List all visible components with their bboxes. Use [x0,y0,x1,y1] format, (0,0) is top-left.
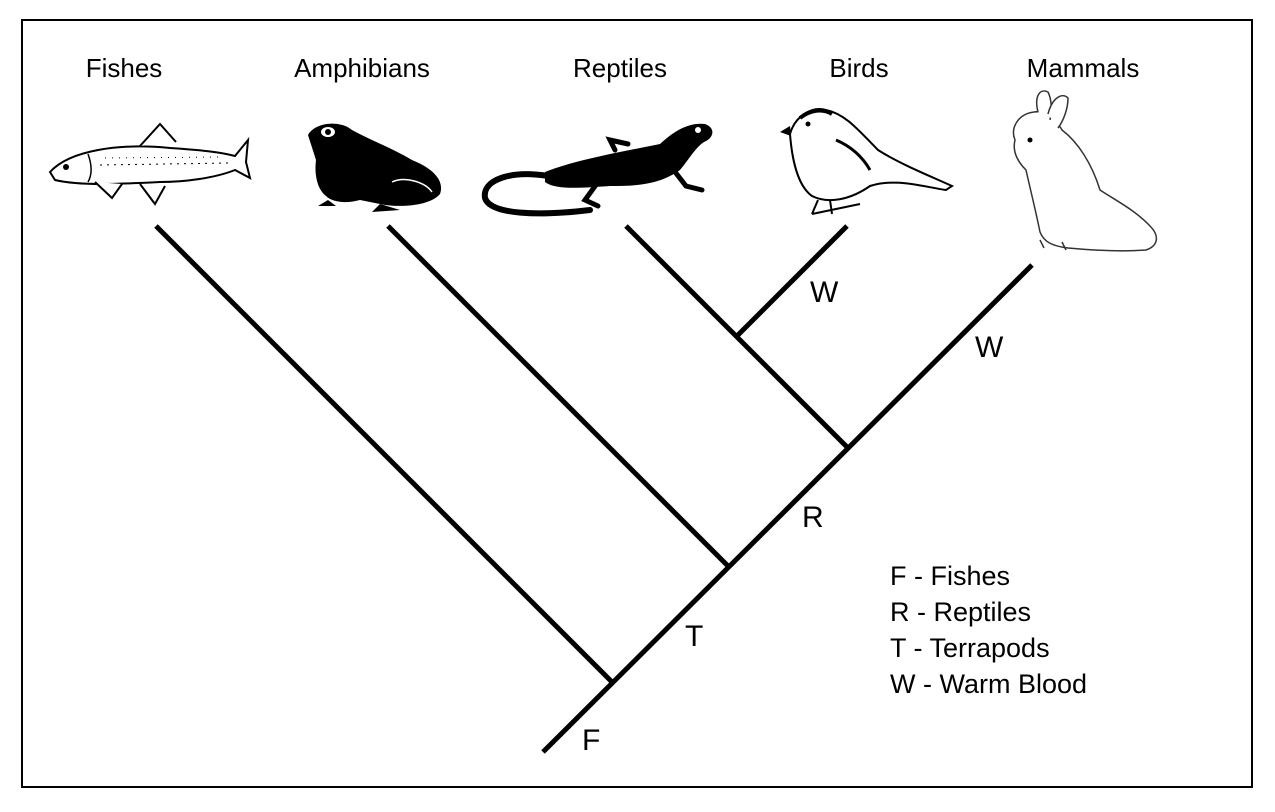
legend-item-r: R - Reptiles [890,597,1031,627]
taxon-label-birds: Birds [829,53,888,83]
reptiles-branch-line [624,224,850,450]
main-trunk-line [541,263,1034,754]
node-label-w-mammals: W [975,331,1004,364]
diagram-frame [21,19,1253,788]
fishes-branch-line [154,224,614,684]
rabbit-icon [1012,90,1158,252]
taxon-label-mammals: Mammals [1027,53,1140,83]
taxon-label-reptiles: Reptiles [573,53,667,83]
legend-item-t: T - Terrapods [890,633,1050,663]
frog-icon [308,123,442,212]
birds-branch-line [735,224,849,338]
node-label-r: R [802,501,824,534]
taxon-label-amphibians: Amphibians [294,53,430,83]
fish-icon [48,122,252,206]
amphibians-branch-line [386,224,730,568]
taxon-label-fishes: Fishes [86,53,163,83]
node-label-w-birds: W [810,276,839,309]
bird-icon [780,108,955,215]
legend-item-w: W - Warm Blood [890,669,1087,699]
legend: F - Fishes R - Reptiles T - Terrapods W … [890,561,1087,699]
lizard-icon [481,123,713,217]
node-label-f: F [582,724,600,757]
legend-item-f: F - Fishes [890,561,1010,591]
node-label-t: T [685,620,703,653]
